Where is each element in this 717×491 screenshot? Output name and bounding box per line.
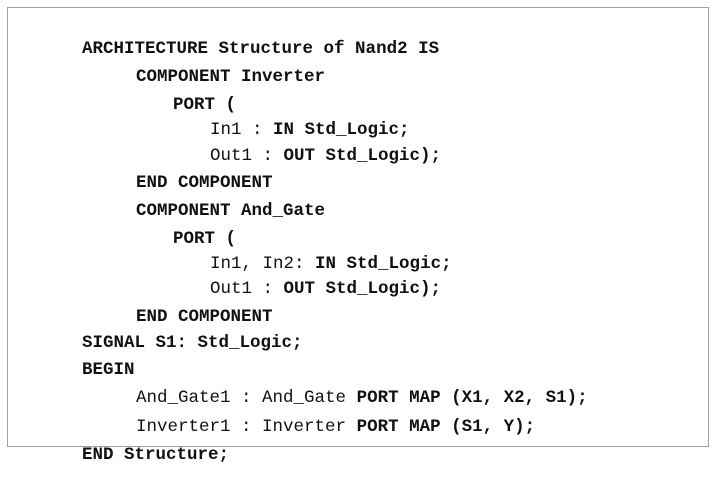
page: ARCHITECTURE Structure of Nand2 IS COMPO…: [7, 7, 709, 465]
code-line-6: END COMPONENT: [73, 147, 273, 193]
code-keyword: OUT Std_Logic);: [283, 279, 442, 299]
vhdl-code-block: ARCHITECTURE Structure of Nand2 IS COMPO…: [7, 7, 709, 465]
code-line-7: COMPONENT And_Gate: [73, 175, 325, 221]
code-text: Out1 :: [210, 146, 284, 166]
code-text: In1, In2:: [210, 254, 316, 274]
code-text: END Structure;: [82, 445, 230, 465]
code-text: Out1 :: [210, 279, 284, 299]
code-line-16: END Structure;: [19, 419, 229, 465]
code-line-15: Inverter1 : Inverter PORT MAP (S1, Y);: [73, 391, 535, 437]
code-text: Inverter1 : Inverter: [136, 417, 357, 437]
code-text: SIGNAL S1: Std_Logic;: [82, 333, 303, 353]
code-text: PORT (: [173, 95, 237, 115]
code-line-9: In1, In2: IN Std_Logic;: [147, 228, 452, 274]
code-text: END COMPONENT: [136, 173, 273, 193]
code-line-8: PORT (: [110, 203, 236, 249]
code-line-2: COMPONENT Inverter: [73, 41, 325, 87]
code-text: COMPONENT And_Gate: [136, 201, 326, 221]
code-line-5: Out1 : OUT Std_Logic);: [147, 120, 441, 166]
code-line-10: Out1 : OUT Std_Logic);: [147, 253, 441, 299]
code-text: And_Gate1 : And_Gate: [136, 388, 357, 408]
code-text: In1 :: [210, 120, 274, 140]
code-keyword: IN Std_Logic;: [315, 254, 452, 274]
code-text: BEGIN: [82, 360, 135, 380]
code-keyword: OUT Std_Logic);: [283, 146, 442, 166]
code-line-13: BEGIN: [19, 334, 135, 380]
code-line-4: In1 : IN Std_Logic;: [147, 94, 410, 140]
code-text: END COMPONENT: [136, 307, 273, 327]
code-line-12: SIGNAL S1: Std_Logic;: [19, 307, 303, 353]
code-text: COMPONENT Inverter: [136, 67, 326, 87]
code-keyword: PORT MAP (X1, X2, S1);: [356, 388, 588, 408]
code-line-3: PORT (: [110, 69, 236, 115]
code-keyword: IN Std_Logic;: [273, 120, 410, 140]
code-keyword: PORT MAP (S1, Y);: [356, 417, 536, 437]
code-line-14: And_Gate1 : And_Gate PORT MAP (X1, X2, S…: [73, 362, 588, 408]
code-text: ARCHITECTURE Structure of Nand2 IS: [82, 39, 440, 59]
code-text: PORT (: [173, 229, 237, 249]
code-line-11: END COMPONENT: [73, 281, 273, 327]
code-line-1: ARCHITECTURE Structure of Nand2 IS: [19, 13, 439, 59]
